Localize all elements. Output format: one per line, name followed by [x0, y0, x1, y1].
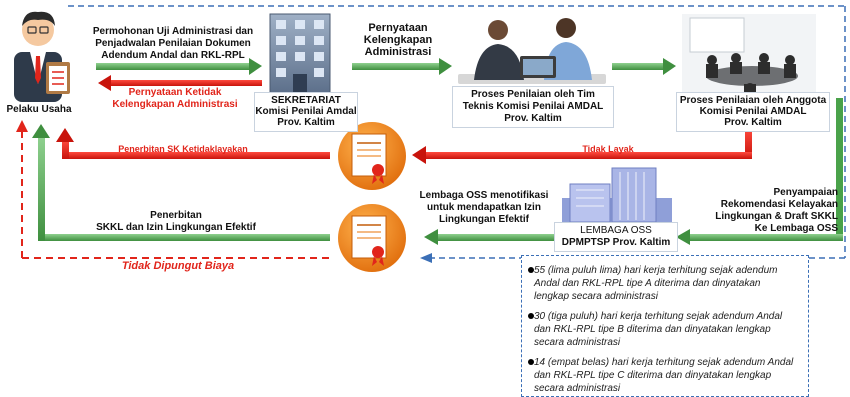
sekretariat-line: Prov. Kaltim: [277, 117, 335, 128]
oss-subtitle: DPMPTSP Prov. Kaltim: [561, 237, 671, 248]
bullet-icon: [528, 267, 534, 273]
oss-title: LEMBAGA OSS: [580, 225, 652, 236]
certificate-icon: [338, 204, 406, 272]
tim-teknis-line: Teknis Komisi Penilai AMDAL: [462, 101, 604, 112]
oss-box: LEMBAGA OSS DPMPTSP Prov. Kaltim: [554, 222, 678, 252]
kelengkapan-label: Pernyataan Kelengkapan Administrasi: [363, 22, 433, 58]
permohonan-label: Permohonan Uji Administrasi dan Penjadwa…: [92, 26, 254, 61]
tim-teknis-line: Prov. Kaltim: [504, 113, 562, 124]
tim-teknis-line: Proses Penilaian oleh Tim: [471, 89, 595, 100]
note-item: 55 (lima puluh lima) hari kerja terhitun…: [528, 264, 796, 303]
arrow-skkl: [42, 234, 330, 241]
notes-box: 55 (lima puluh lima) hari kerja terhitun…: [521, 255, 809, 397]
arrow-sk: [66, 152, 330, 159]
note-text: 55 (lima puluh lima) hari kerja terhitun…: [534, 265, 778, 302]
anggota-line: Proses Penilaian oleh Anggota: [679, 95, 827, 106]
arrow-rekomendasi: [836, 98, 843, 240]
arrow-notifikasi: [436, 234, 554, 241]
bullet-icon: [528, 359, 534, 365]
arrow-kelengkapan: [352, 63, 440, 70]
anggota-box: Proses Penilaian oleh Anggota Komisi Pen…: [676, 92, 830, 132]
oss-building-icon: [562, 167, 672, 223]
tidak-layak-label: Tidak Layak: [582, 144, 634, 154]
arrow-tidak-layak: [745, 128, 752, 158]
sk-ketidaklayakan-label: Penerbitan SK Ketidaklayakan: [118, 144, 248, 154]
skkl-label: Penerbitan SKKL dan Izin Lingkungan Efek…: [96, 210, 256, 233]
arrow-permohonan: [96, 63, 251, 70]
office-building-icon: [269, 13, 331, 95]
note-item: 14 (empat belas) hari kerja terhitung se…: [528, 356, 796, 395]
tidak-dipungut-biaya-label: Tidak Dipungut Biaya: [121, 260, 235, 272]
note-text: 14 (empat belas) hari kerja terhitung se…: [534, 357, 794, 394]
note-text: 30 (tiga puluh) hari kerja terhitung sej…: [534, 311, 783, 348]
conference-icon: [682, 14, 816, 98]
sekretariat-line: Komisi Penilai Amdal: [255, 106, 357, 117]
meeting-icon: [458, 18, 606, 84]
sekretariat-title: SEKRETARIAT: [271, 95, 341, 106]
pelaku-usaha-label: Pelaku Usaha: [6, 104, 72, 115]
sekretariat-box: SEKRETARIAT Komisi Penilai Amdal Prov. K…: [254, 92, 358, 132]
certificate-icon: [338, 122, 406, 190]
arrow-ketidak: [110, 80, 262, 86]
bullet-icon: [528, 313, 534, 319]
anggota-line: Komisi Penilai AMDAL: [699, 106, 807, 117]
rekomendasi-label: Penyampaian Rekomendasi Kelayakan Lingku…: [715, 187, 838, 234]
arrow-tim-anggota: [612, 63, 664, 70]
anggota-line: Prov. Kaltim: [724, 117, 782, 128]
tim-teknis-box: Proses Penilaian oleh Tim Teknis Komisi …: [452, 86, 614, 128]
notifikasi-label: Lembaga OSS menotifikasi untuk mendapatk…: [419, 190, 549, 225]
businessman-icon: [14, 11, 70, 102]
ketidak-label: Pernyataan Ketidak Kelengkapan Administr…: [112, 87, 238, 110]
note-item: 30 (tiga puluh) hari kerja terhitung sej…: [528, 310, 796, 349]
